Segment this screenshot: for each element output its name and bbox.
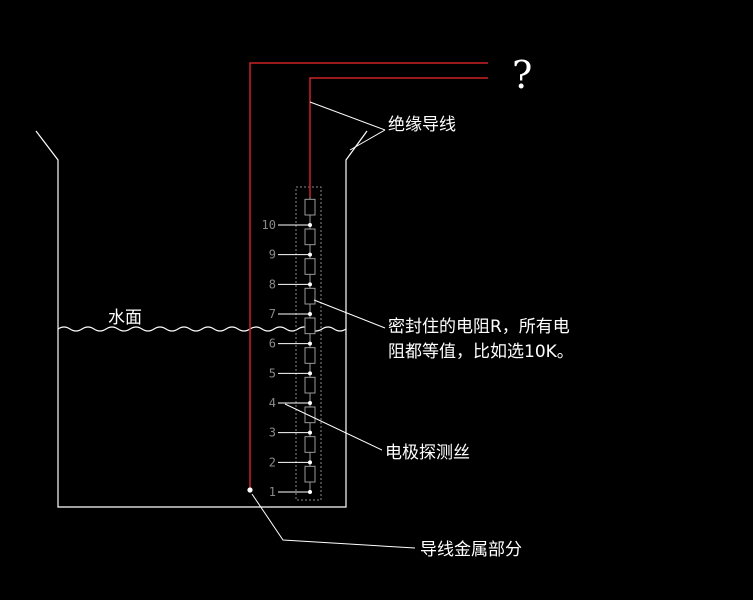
insulated-wire-left — [249, 62, 488, 488]
electrode-number: 8 — [269, 277, 276, 291]
wire-metal-tip — [247, 487, 253, 493]
electrode-junction-dot — [308, 401, 312, 405]
electrode-junction-dot — [308, 282, 312, 287]
electrode-junction-dot — [308, 460, 312, 465]
electrode-number: 3 — [269, 426, 276, 440]
probe-bar — [295, 186, 322, 501]
resistor-note-line2: 阻都等值，比如选10K。 — [388, 342, 574, 362]
electrode-number: 7 — [269, 307, 276, 321]
probe-wire-label: 电极探测丝 — [385, 443, 470, 463]
electrode-number: 5 — [269, 366, 276, 380]
electrode-junction-dot — [308, 371, 312, 376]
resistor — [304, 347, 316, 364]
resistor — [304, 228, 316, 246]
insulated-wire-label: 绝缘导线 — [388, 115, 456, 135]
insulated-wire-right — [309, 77, 488, 197]
leader-resistor — [313, 299, 386, 329]
electrode-group: 1 2 3 4 5 6 7 8 9 10 — [262, 198, 316, 499]
resistor — [304, 258, 316, 275]
electrode-number: 10 — [262, 218, 276, 232]
electrode-junction-dot — [308, 490, 312, 494]
electrode-number: 4 — [269, 396, 276, 410]
resistor — [304, 317, 316, 335]
electrode-number: 1 — [269, 485, 276, 499]
electrode-junction-dot — [308, 341, 312, 346]
electrode-junction-dot — [308, 430, 312, 435]
resistor — [304, 287, 316, 305]
leader-probe-wire — [284, 403, 383, 451]
wire-metal-label: 导线金属部分 — [420, 540, 522, 560]
leader-wire-metal — [251, 493, 416, 549]
leader-insulated-wire-2 — [349, 129, 386, 151]
container-outline — [35, 130, 368, 508]
electrode-number: 6 — [269, 337, 276, 351]
resistor — [304, 436, 316, 453]
resistor — [304, 198, 316, 216]
resistor-note-line1: 密封住的电阻R，所有电 — [388, 317, 570, 337]
question-mark: ? — [512, 53, 532, 97]
electrode-junction-dot — [308, 312, 312, 316]
resistor — [304, 406, 316, 424]
water-surface-label: 水面 — [108, 308, 142, 328]
resistor — [304, 376, 316, 394]
electrode-number: 9 — [269, 248, 276, 262]
water-surface-line — [57, 326, 347, 332]
leader-insulated-wire-1 — [309, 101, 386, 131]
resistor — [304, 465, 316, 483]
electrode-number: 2 — [269, 455, 276, 469]
electrode-junction-dot — [308, 223, 312, 227]
electrode-junction-dot — [308, 252, 312, 257]
